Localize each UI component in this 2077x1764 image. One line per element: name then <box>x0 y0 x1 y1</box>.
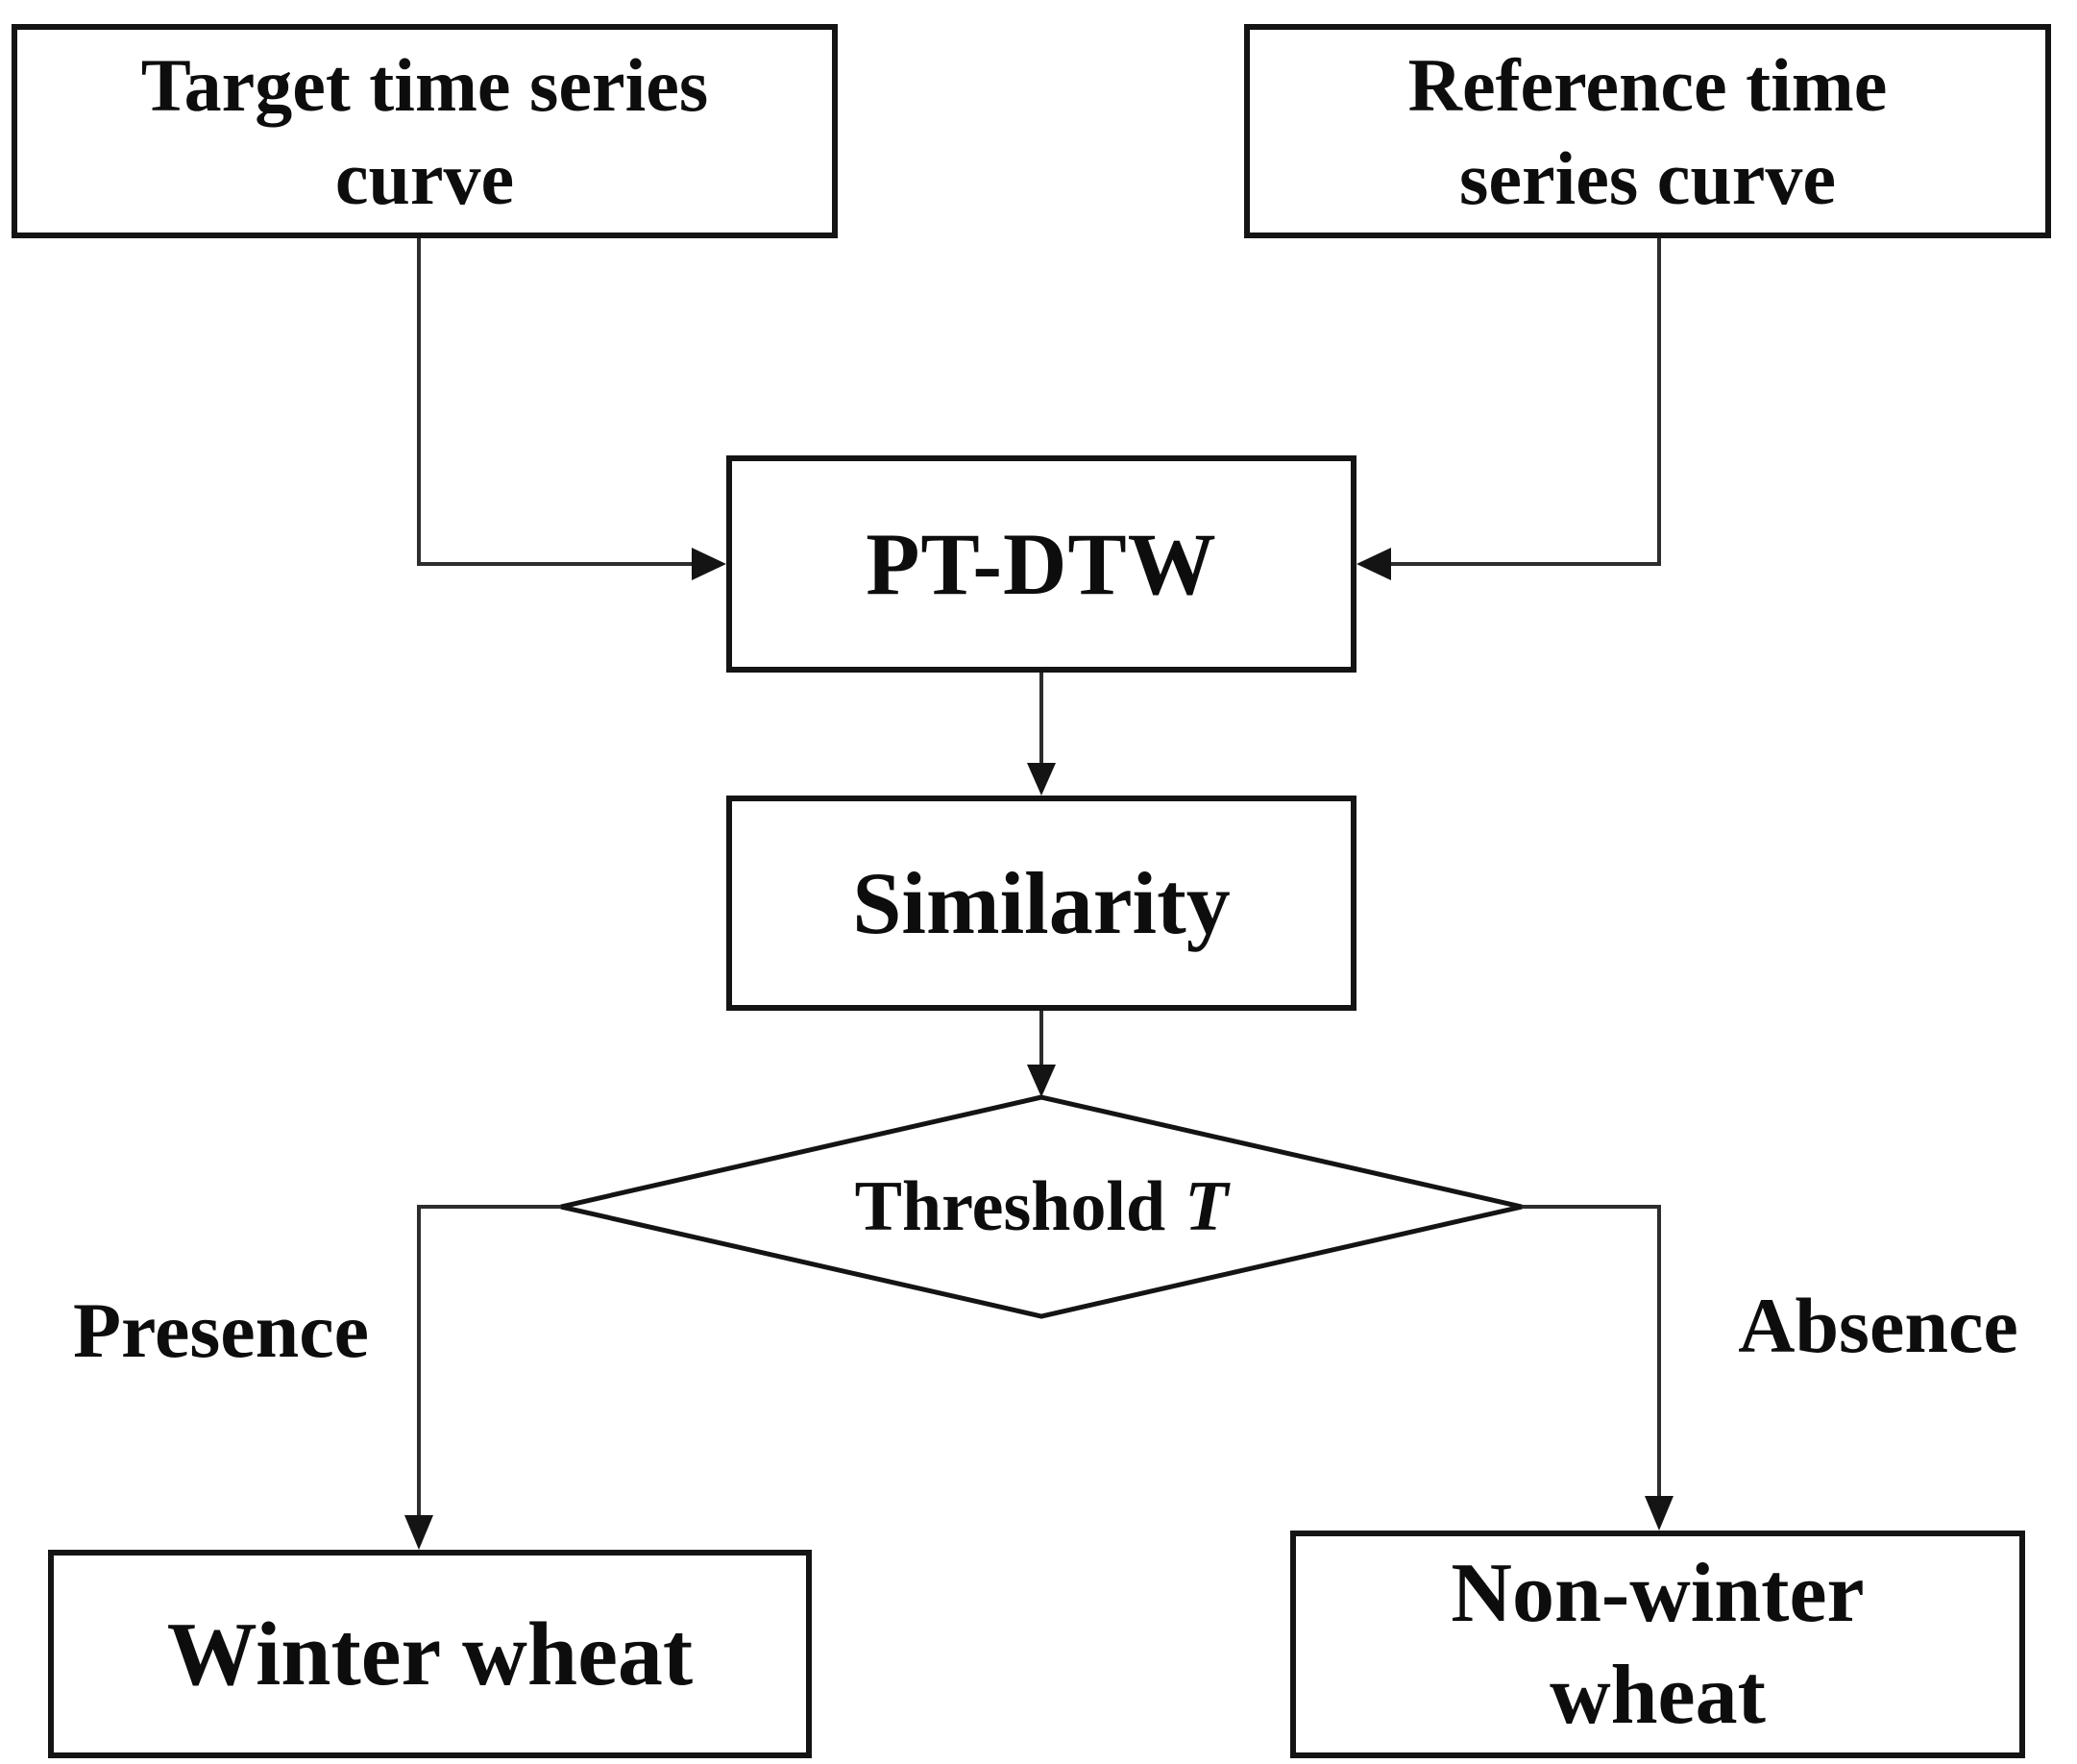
threshold-diamond-label: Threshold T <box>657 1097 1426 1316</box>
threshold-label-text: Threshold <box>854 1166 1166 1246</box>
node-similarity: Similarity <box>726 796 1356 1011</box>
threshold-variable-t: T <box>1185 1166 1229 1246</box>
arrowhead-target-to-ptdtw <box>692 548 726 580</box>
node-reference-time-series: Reference time series curve <box>1244 24 2051 238</box>
arrowhead-reference-to-ptdtw <box>1356 548 1391 580</box>
edge-label-presence: Presence <box>72 1286 370 1374</box>
node-pt-dtw: PT-DTW <box>726 455 1356 673</box>
node-winter-wheat: Winter wheat <box>48 1550 812 1758</box>
connector-threshold-to-nonwinter <box>1522 1205 1661 1496</box>
node-label: series curve <box>1459 135 1836 220</box>
threshold-diamond <box>560 1094 1523 1319</box>
node-non-winter-wheat: Non-winter wheat <box>1290 1531 2025 1758</box>
node-label: Similarity <box>852 854 1231 952</box>
node-label: Non-winter <box>1451 1546 1865 1640</box>
node-label: PT-DTW <box>866 515 1217 613</box>
connector-reference-to-ptdtw <box>1391 238 1661 566</box>
arrowhead-threshold-to-winter <box>404 1515 433 1550</box>
arrowhead-ptdtw-to-similarity <box>1027 763 1056 796</box>
node-label: Reference time <box>1407 42 1888 127</box>
node-target-time-series: Target time series curve <box>12 24 838 238</box>
connector-target-to-ptdtw <box>417 238 692 566</box>
connector-threshold-to-winter <box>417 1205 561 1515</box>
node-label: wheat <box>1550 1648 1766 1742</box>
arrowhead-threshold-to-nonwinter <box>1645 1496 1674 1531</box>
node-label: Winter wheat <box>166 1604 694 1704</box>
edge-label-absence: Absence <box>1738 1282 2018 1369</box>
arrowhead-similarity-to-threshold <box>1027 1065 1056 1097</box>
node-label: curve <box>334 135 515 220</box>
node-label: Target time series <box>140 42 709 127</box>
